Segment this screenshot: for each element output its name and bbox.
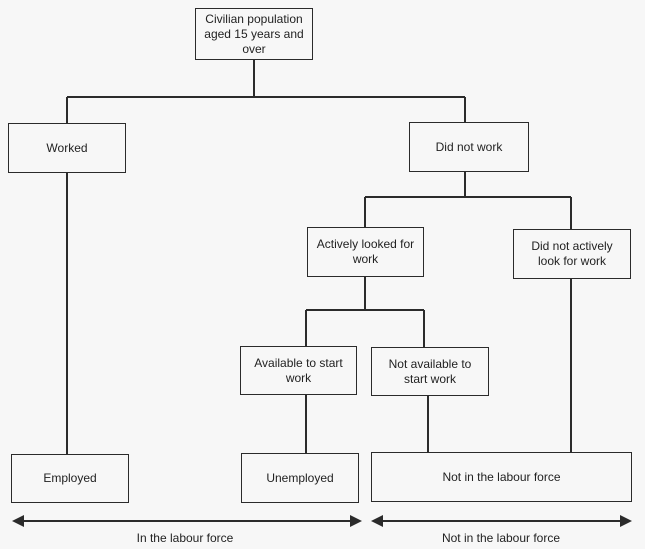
- node-not-in-labour-force: Not in the labour force: [371, 452, 632, 502]
- range-label-not-in-labour-force: Not in the labour force: [441, 531, 561, 545]
- range-label-in-labour-force: In the labour force: [136, 531, 234, 545]
- node-did-not-actively-look: Did not actively look for work: [513, 229, 631, 279]
- node-employed: Employed: [11, 454, 129, 503]
- node-unemployed: Unemployed: [241, 453, 359, 503]
- node-available: Available to start work: [240, 346, 357, 395]
- node-worked: Worked: [8, 123, 126, 173]
- node-not-available: Not available to start work: [371, 347, 489, 396]
- arrowhead-right-2: [620, 515, 632, 527]
- node-did-not-work: Did not work: [409, 122, 529, 172]
- node-civilian-population: Civilian population aged 15 years and ov…: [195, 8, 313, 60]
- arrowhead-left-1: [12, 515, 24, 527]
- node-actively-looked: Actively looked for work: [307, 227, 424, 277]
- arrowhead-right-1: [350, 515, 362, 527]
- arrowhead-left-2: [371, 515, 383, 527]
